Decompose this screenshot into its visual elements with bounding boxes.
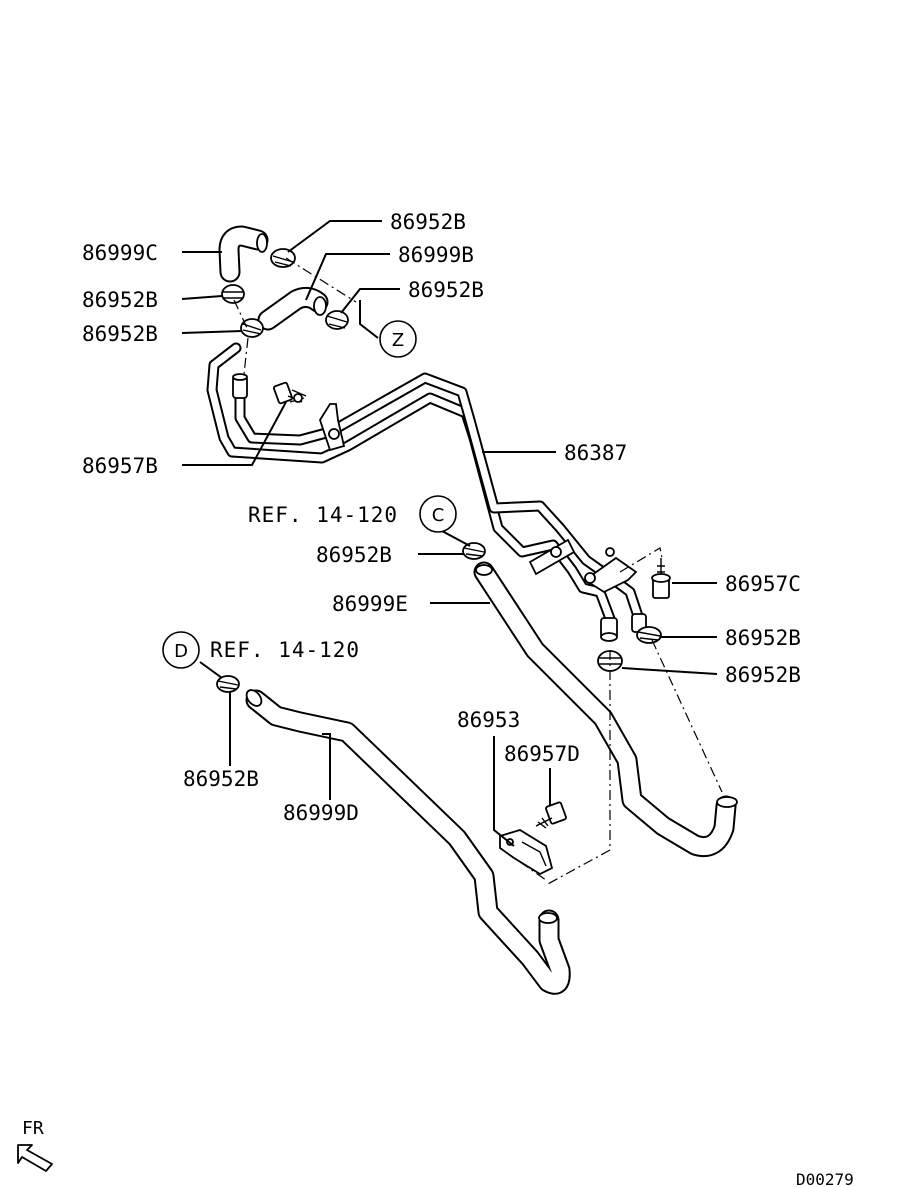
label-86953[interactable]: 86953 [457, 708, 520, 732]
label-86952b-6[interactable]: 86952B [725, 626, 801, 650]
clamp-icon [325, 310, 349, 330]
callout-z: Z [379, 320, 417, 358]
label-86999c[interactable]: 86999C [82, 241, 158, 265]
label-86999b[interactable]: 86999B [398, 243, 474, 267]
ref-14-120-c[interactable]: REF. 14-120 [248, 503, 398, 527]
label-86952b-3[interactable]: 86952B [408, 278, 484, 302]
label-86952b-4[interactable]: 86952B [82, 322, 158, 346]
pipe-assembly-86387 [206, 342, 647, 642]
callout-d: D [162, 631, 200, 669]
front-arrow-icon [17, 1144, 53, 1172]
label-86952b-1[interactable]: 86952B [390, 210, 466, 234]
label-86999e[interactable]: 86999E [332, 592, 408, 616]
callout-c-label: C [432, 505, 445, 526]
bolt-86957b-icon [273, 381, 307, 405]
clamp-icon [270, 248, 296, 268]
label-86952b-2[interactable]: 86952B [82, 288, 158, 312]
hose-86999d [245, 689, 571, 995]
callout-c: C [419, 495, 457, 533]
ref-14-120-d[interactable]: REF. 14-120 [210, 638, 360, 662]
label-86999d[interactable]: 86999D [283, 801, 359, 825]
label-86957b[interactable]: 86957B [82, 454, 158, 478]
bolt-86957d-icon [535, 801, 567, 829]
label-86957d[interactable]: 86957D [504, 742, 580, 766]
clamp-icon [636, 626, 662, 644]
label-86952b-7[interactable]: 86952B [725, 663, 801, 687]
bolt-86957c-icon [651, 558, 671, 599]
callout-z-label: Z [392, 330, 404, 351]
hose-86999e [473, 561, 738, 858]
hose-86999b [257, 286, 329, 331]
clamp-icon [221, 284, 245, 304]
hose-86999c [218, 225, 269, 283]
clamp-icon [240, 318, 264, 338]
label-86957c[interactable]: 86957C [725, 572, 801, 596]
callout-d-label: D [174, 641, 188, 662]
clamp-icon [216, 675, 240, 693]
clamp-icon [462, 542, 486, 560]
front-label: FR [22, 1118, 44, 1139]
bracket-86953-icon [499, 829, 554, 876]
label-86387[interactable]: 86387 [564, 441, 627, 465]
label-86952b-5[interactable]: 86952B [316, 543, 392, 567]
diagram-code: D00279 [796, 1170, 854, 1187]
label-86952b-8[interactable]: 86952B [183, 767, 259, 791]
